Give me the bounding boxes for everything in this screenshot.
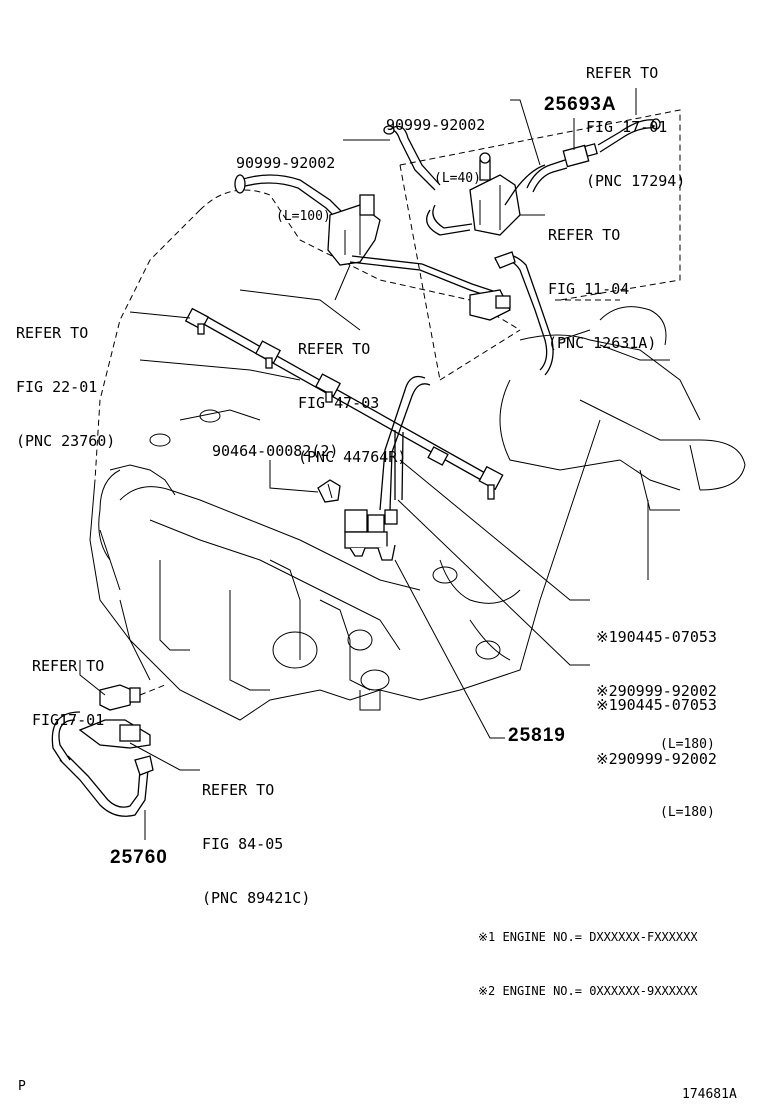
refer-fig84-line3: (PNC 89421C) xyxy=(202,889,311,907)
reference-boundary-lines xyxy=(399,109,681,381)
refer-fig22-label: REFER TO FIG 22-01 (PNC 23760) xyxy=(16,288,115,486)
group-a-line1: ※190445-07053 xyxy=(596,628,717,646)
hose-vertical-center xyxy=(379,375,431,511)
rail-fitting-2 xyxy=(255,340,281,369)
rail-fitting-1 xyxy=(184,307,210,335)
refer-fig22-line1: REFER TO xyxy=(16,324,89,342)
vacuum-rail-assembly xyxy=(184,307,504,500)
hose-l100-label: 90999-92002 (L=100) xyxy=(236,118,335,262)
refer-fig47-line2: FIG 47-03 xyxy=(298,394,380,412)
refer-fig17-bottom-line2: FIG17-01 xyxy=(32,711,105,729)
part-25693a-valve xyxy=(526,118,661,193)
corner-mark: P xyxy=(18,1079,26,1094)
refer-fig17-top-line3: (PNC 17294) xyxy=(586,172,686,190)
refer-fig84-line1: REFER TO xyxy=(202,781,275,799)
air-intake-pipe xyxy=(499,306,746,511)
refer-fig17-top-label: REFER TO FIG 17-01 (PNC 17294) xyxy=(586,28,685,226)
group-a-length: (L=180) xyxy=(660,737,715,752)
refer-fig17-bottom-label: REFER TO FIG17-01 xyxy=(32,621,104,765)
upper-bracket-assembly xyxy=(234,174,511,321)
part-25819-vsv xyxy=(344,509,398,561)
figure-number: 174681A xyxy=(682,1087,737,1102)
group-b-label: ※190445-07053 ※290999-92002 (L=180) xyxy=(596,660,717,858)
clip-90464 xyxy=(317,479,341,503)
engine-note-2: ※2 ENGINE NO.= 0XXXXXX-9XXXXXX xyxy=(478,984,698,998)
group-a-label: ※190445-07053 ※290999-92002 (L=180) xyxy=(596,592,717,790)
part-25760-assembly xyxy=(51,684,166,817)
rail-fitting-3 xyxy=(315,373,341,403)
part-25693a-label: 25693A xyxy=(544,94,617,115)
vsv-bracket-top xyxy=(426,152,546,236)
group-b-length: (L=180) xyxy=(660,805,715,820)
intake-manifold xyxy=(98,464,401,711)
hose-loop-right xyxy=(494,251,554,376)
hose-l40-part-number: 90999-92002 xyxy=(386,116,486,134)
refer-fig84-label: REFER TO FIG 84-05 (PNC 89421C) xyxy=(202,745,310,943)
refer-fig11-line3: (PNC 12631A) xyxy=(548,334,657,352)
group-b-line1: ※190445-07053 xyxy=(596,696,717,714)
hose-l40-label: 90999-92002 (L=40) xyxy=(386,80,485,224)
refer-fig47-line3: (PNC 44764R) xyxy=(298,448,407,466)
refer-fig17-top-line1: REFER TO xyxy=(586,64,659,82)
part-25760-label: 25760 xyxy=(110,847,168,868)
refer-fig17-bottom-line1: REFER TO xyxy=(32,657,105,675)
refer-fig11-label: REFER TO FIG 11-04 (PNC 12631A) xyxy=(548,190,656,388)
refer-fig17-top-line2: FIG 17-01 xyxy=(586,118,668,136)
rail-fitting-4 xyxy=(427,446,504,500)
hose-l100 xyxy=(383,125,441,191)
hose-l40-length: (L=40) xyxy=(434,171,481,186)
refer-fig22-line2: FIG 22-01 xyxy=(16,378,98,396)
hose-l100-part-number: 90999-92002 xyxy=(236,154,336,172)
leader-lines xyxy=(79,88,649,840)
group-b-line2: ※290999-92002 xyxy=(596,750,717,768)
refer-fig47-label: REFER TO FIG 47-03 (PNC 44764R) xyxy=(298,304,406,502)
part-25819-label: 25819 xyxy=(508,725,566,746)
engine-number-notes: ※1 ENGINE NO.= DXXXXXX-FXXXXXX ※2 ENGINE… xyxy=(478,892,698,1036)
group-a-line2: ※290999-92002 xyxy=(596,682,717,700)
refer-fig22-line3: (PNC 23760) xyxy=(16,432,116,450)
engine-note-1: ※1 ENGINE NO.= DXXXXXX-FXXXXXX xyxy=(478,930,698,944)
clip-90464-label: 90464-00082(2) xyxy=(212,442,339,460)
refer-fig11-line1: REFER TO xyxy=(548,226,621,244)
refer-fig47-line1: REFER TO xyxy=(298,340,371,358)
refer-fig84-line2: FIG 84-05 xyxy=(202,835,284,853)
hose-l100-length: (L=100) xyxy=(276,209,331,224)
refer-fig11-line2: FIG 11-04 xyxy=(548,280,630,298)
